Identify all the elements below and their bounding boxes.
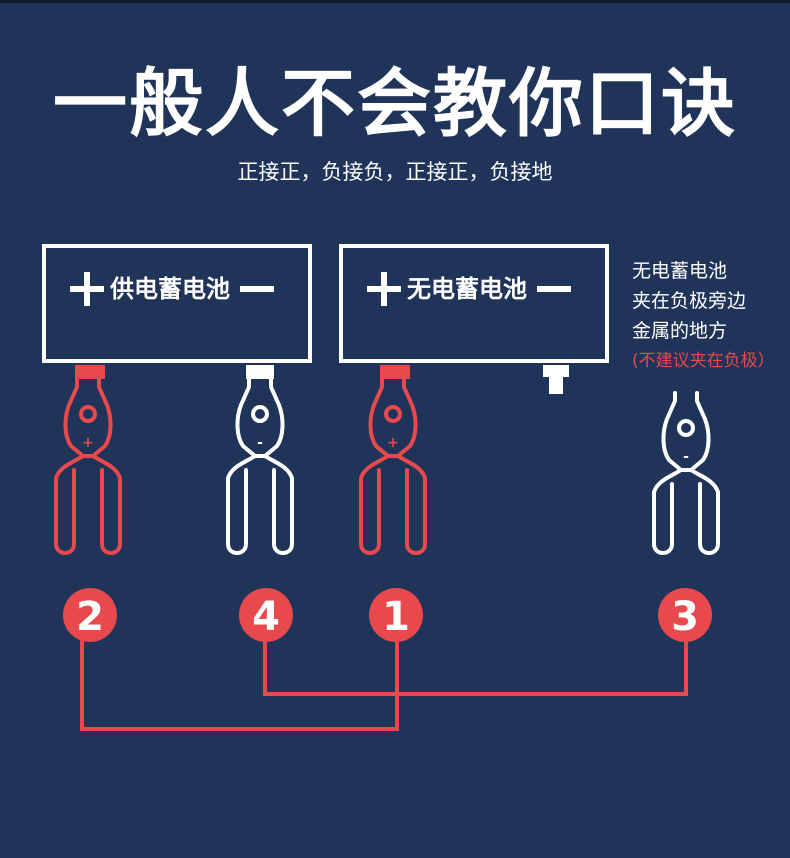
top-border <box>0 0 790 3</box>
side-note-warning: (不建议夹在负极） <box>632 351 775 371</box>
ground-post <box>549 377 563 394</box>
page-title: 一般人不会教你口诀 <box>53 61 737 147</box>
red-cable <box>80 640 399 731</box>
step-badge: 3 <box>658 588 712 642</box>
battery-power-supply: 供电蓄电池 <box>42 244 312 363</box>
step-number: 1 <box>382 594 410 640</box>
step-badge: 4 <box>239 588 293 642</box>
battery-label: 无电蓄电池 <box>407 275 527 303</box>
side-note-line: 金属的地方 <box>632 320 728 342</box>
side-note-line: 夹在负极旁边 <box>632 290 747 312</box>
clamp-sign: + <box>82 435 94 451</box>
plus-icon <box>367 272 401 306</box>
positive-terminal <box>75 365 105 379</box>
battery-label-row: 无电蓄电池 <box>343 272 605 306</box>
step-number: 3 <box>671 594 699 640</box>
positive-terminal <box>380 365 410 379</box>
step-badge: 2 <box>63 588 117 642</box>
side-note-line: 无电蓄电池 <box>632 260 728 282</box>
step-number: 4 <box>252 594 280 640</box>
negative-terminal <box>543 365 569 377</box>
battery-dead: 无电蓄电池 <box>339 244 609 363</box>
clamp-sign: + <box>387 435 399 451</box>
side-note: 无电蓄电池 夹在负极旁边 金属的地方 (不建议夹在负极） <box>632 256 790 376</box>
step-badge: 1 <box>369 588 423 642</box>
clamp-sign: - <box>257 435 263 451</box>
clamp-positive-icon: + <box>54 377 122 555</box>
clamp-negative-icon: - <box>652 391 720 555</box>
page-subtitle: 正接正，负接负，正接正，负接地 <box>237 160 553 184</box>
minus-icon <box>537 286 571 292</box>
clamp-negative-icon: - <box>226 377 294 555</box>
minus-icon <box>240 286 274 292</box>
battery-label-row: 供电蓄电池 <box>46 272 308 306</box>
clamp-sign: - <box>683 449 689 465</box>
clamp-positive-icon: + <box>359 377 427 555</box>
negative-terminal <box>246 365 274 379</box>
black-cable <box>263 640 688 696</box>
battery-label: 供电蓄电池 <box>110 275 230 303</box>
plus-icon <box>70 272 104 306</box>
step-number: 2 <box>76 594 104 640</box>
